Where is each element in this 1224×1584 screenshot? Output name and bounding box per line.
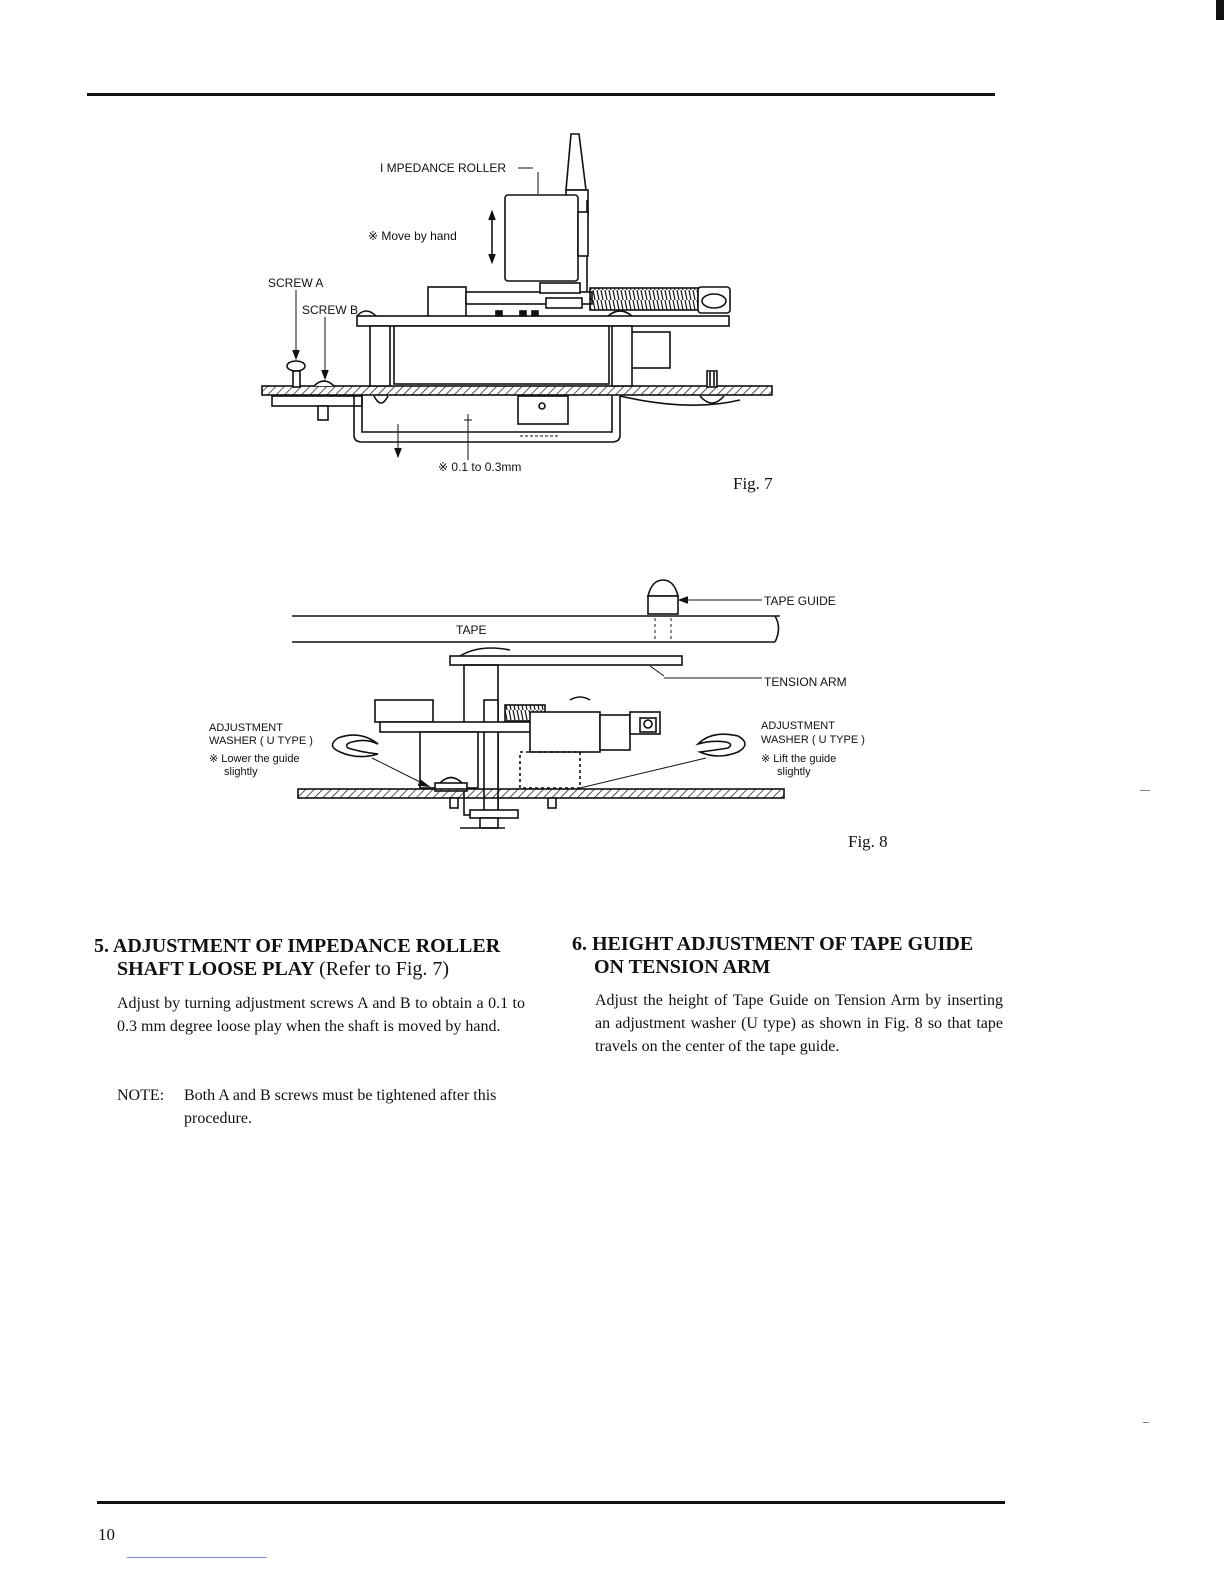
top-rule bbox=[87, 93, 995, 96]
fig7-screw-a bbox=[286, 360, 306, 372]
fig7-screw-b bbox=[313, 380, 335, 387]
fig7-shaft-tip bbox=[565, 133, 587, 191]
section-6-title-line1: HEIGHT ADJUSTMENT OF TAPE GUIDE bbox=[592, 933, 974, 955]
scan-edge-mark bbox=[1140, 790, 1150, 791]
section-6-number: 6. bbox=[572, 933, 587, 955]
page-corner-mark bbox=[1216, 0, 1224, 20]
fig-8-drawing bbox=[292, 579, 785, 829]
fig7-housing bbox=[393, 325, 610, 385]
fig8-label-left-note-2: slightly bbox=[224, 766, 258, 778]
fig8-label-left-washer-2: WASHER ( U TYPE ) bbox=[209, 735, 313, 747]
fig7-label-screw-b: SCREW B bbox=[302, 303, 358, 317]
fig8-washer-right bbox=[695, 733, 746, 757]
section-5-title-ref: (Refer to Fig. 7) bbox=[319, 958, 450, 980]
fig8-label-right-washer-2: WASHER ( U TYPE ) bbox=[761, 734, 865, 746]
section-5-title-line1: ADJUSTMENT OF IMPEDANCE ROLLER bbox=[112, 935, 501, 957]
fig8-label-tape: TAPE bbox=[456, 623, 486, 637]
section-6-body: Adjust the height of Tape Guide on Tensi… bbox=[595, 992, 1003, 1055]
fig8-washer-left bbox=[331, 734, 379, 758]
fig7-base-plate bbox=[261, 385, 773, 396]
fig8-label-right-note-1: ※ Lift the guide bbox=[761, 753, 836, 765]
section-5-note: NOTE: Both A and B screws must be tighte… bbox=[117, 1084, 527, 1132]
fig8-label-right-note-2: slightly bbox=[777, 766, 811, 778]
section-6-title-line2: ON TENSION ARM bbox=[594, 956, 771, 978]
section-5-body: Adjust by turning adjustment screws A an… bbox=[117, 995, 525, 1035]
fig-7-drawing bbox=[261, 133, 773, 460]
fig8-tape-guide bbox=[646, 579, 680, 597]
fig7-label-play-range: ※ 0.1 to 0.3mm bbox=[438, 460, 521, 474]
fig8-label-right-washer-1: ADJUSTMENT bbox=[761, 720, 835, 732]
fig7-main-plate bbox=[356, 315, 730, 327]
section-6: 6. HEIGHT ADJUSTMENT OF TAPE GUIDE ON TE… bbox=[572, 933, 1004, 979]
section-5-number: 5. bbox=[94, 935, 109, 957]
fig7-label-impedance-roller: I MPEDANCE ROLLER bbox=[380, 161, 506, 175]
fig8-label-tape-guide: TAPE GUIDE bbox=[764, 594, 836, 608]
page-number: 10 bbox=[98, 1525, 115, 1544]
fig7-impedance-roller bbox=[504, 194, 579, 282]
section-6-title: 6. HEIGHT ADJUSTMENT OF TAPE GUIDE ON TE… bbox=[572, 933, 1004, 979]
section-5-title: 5. ADJUSTMENT OF IMPEDANCE ROLLER SHAFT … bbox=[94, 935, 526, 981]
fig8-label-left-note-1: ※ Lower the guide bbox=[209, 753, 300, 765]
section-5: 5. ADJUSTMENT OF IMPEDANCE ROLLER SHAFT … bbox=[94, 935, 526, 981]
note-text: Both A and B screws must be tightened af… bbox=[184, 1087, 497, 1127]
technical-figures: I MPEDANCE ROLLER ※ Move by hand SCREW A… bbox=[209, 133, 888, 851]
scan-underline bbox=[127, 1557, 267, 1558]
fig8-caption: Fig. 8 bbox=[848, 832, 888, 851]
fig7-caption: Fig. 7 bbox=[733, 474, 773, 493]
fig7-spring bbox=[589, 287, 699, 311]
scan-edge-mark bbox=[1143, 1422, 1149, 1423]
fig8-label-left-washer-1: ADJUSTMENT bbox=[209, 722, 283, 734]
fig8-label-tension-arm: TENSION ARM bbox=[764, 675, 847, 689]
fig7-label-screw-a: SCREW A bbox=[268, 276, 323, 290]
fig7-label-move-by-hand: ※ Move by hand bbox=[368, 229, 457, 243]
bottom-rule bbox=[97, 1501, 1005, 1504]
note-label: NOTE: bbox=[117, 1087, 165, 1104]
fig8-tension-arm bbox=[449, 655, 683, 666]
section-5-title-line2: SHAFT LOOSE PLAY bbox=[117, 958, 315, 980]
fig8-base-plate bbox=[297, 788, 785, 799]
